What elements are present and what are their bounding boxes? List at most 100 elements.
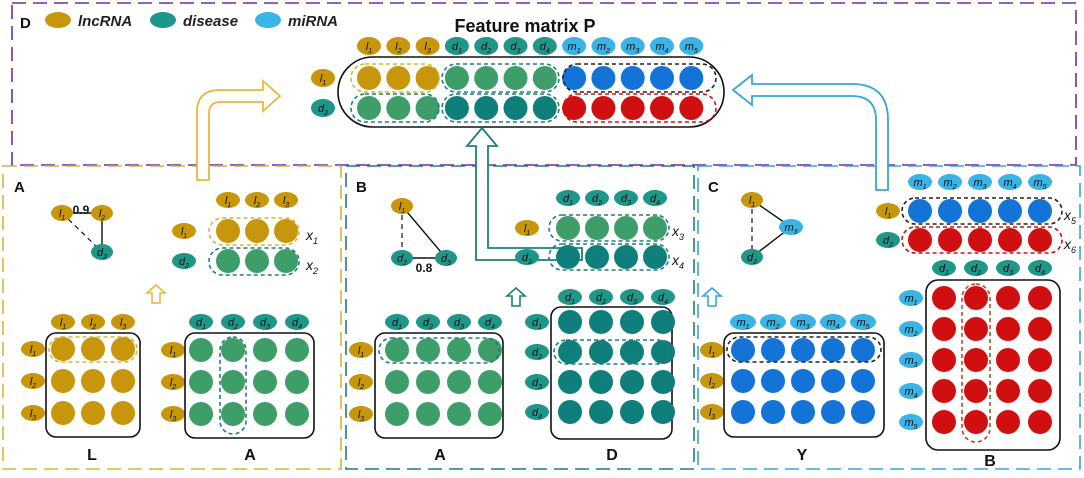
pb-d-group (553, 339, 670, 365)
pa-feat-col-l3-label: l3 (283, 195, 289, 209)
pb-feat-cell (585, 245, 609, 269)
pc-node-l1-label: l1 (749, 195, 755, 209)
pa-feat-col-l2-label: l2 (254, 195, 260, 209)
fm-outline (337, 56, 725, 128)
pa-feat-group-2 (208, 247, 300, 276)
pa-l-col-l3-badge (111, 314, 135, 330)
pc-y-cell (761, 369, 785, 393)
pa-a-col-d3-label: d3 (260, 317, 270, 331)
pb-feat-cell (585, 216, 609, 240)
pb-feat-cell (614, 216, 638, 240)
pb-feat-row-l1-badge (515, 220, 539, 236)
pb-a-col-d4-badge (478, 314, 502, 330)
pc-y-outline (723, 332, 885, 438)
arrow-c-to-p (731, 73, 889, 191)
fm-cell (679, 96, 704, 120)
fm-col-m3-label: m3 (626, 41, 639, 55)
fm-col-l1-label: l1 (366, 41, 372, 55)
matrix-y-name: Y (797, 447, 808, 464)
pa-l-cell (111, 369, 135, 393)
pa-a-col-d1-label: d1 (196, 317, 206, 331)
pb-vec-x4: x4 (671, 252, 684, 271)
pa-feat-col-l3-badge (274, 192, 298, 208)
pc-y-cell (851, 338, 875, 362)
pc-y-cell (791, 369, 815, 393)
pa-feat-row-l1-label: l1 (181, 226, 187, 240)
pa-l-cell (81, 369, 105, 393)
pc-feat-col-m4-label: m4 (1003, 177, 1016, 191)
pb-d-cell (589, 400, 613, 424)
fm-cell (474, 66, 499, 90)
fm-row-l1-label: l1 (320, 73, 326, 87)
pc-b-row-m5-label: m5 (904, 417, 917, 431)
pc-feat-col-m1-badge (908, 174, 932, 190)
arrow-c-up (700, 286, 724, 307)
pc-y-row-l1-label: l1 (709, 345, 715, 359)
arrow-b-to-p (465, 126, 583, 261)
pc-b-cell (996, 379, 1020, 403)
pc-b-cell (932, 348, 956, 372)
pc-y-col-m2-badge (760, 314, 786, 330)
pb-feat-group-1 (548, 214, 670, 242)
pc-y-col-m1-badge (730, 314, 756, 330)
pc-feat-cell (1028, 199, 1052, 223)
pb-d-cell (589, 340, 613, 364)
pb-feat-cell (643, 216, 667, 240)
pc-feat-col-m3-label: m3 (973, 177, 986, 191)
pc-b-cell (1028, 379, 1052, 403)
pc-feat-cell (998, 228, 1022, 252)
fm-col-m3-badge (620, 37, 645, 55)
pb-a-cell (447, 402, 471, 426)
pa-feat-row-d2-badge (172, 253, 196, 269)
pb-a-row-l3-badge (349, 406, 373, 422)
pb-a-cell (385, 370, 409, 394)
pb-a-col-d3-badge (447, 314, 471, 330)
pb-feat-col-d2-label: d2 (592, 193, 602, 207)
fm-group-lnc-r2 (350, 93, 440, 123)
pa-node-l1-label: l1 (59, 208, 65, 222)
pb-feat-col-d4-label: d4 (650, 193, 660, 207)
arrow-b-up (504, 286, 528, 307)
pc-feat-group-2 (901, 226, 1063, 254)
pb-a-row-l2-badge (349, 374, 373, 390)
fm-group-mi-r2 (562, 93, 717, 123)
pb-a-col-d4-label: d4 (485, 317, 495, 331)
pb-d-col-d4-badge (651, 289, 675, 305)
legend-mirna-label: miRNA (288, 13, 338, 30)
pb-d-cell (558, 370, 582, 394)
pb-node-l1-label: l1 (399, 201, 405, 215)
fm-cell (532, 96, 557, 120)
pc-y-col-m2-label: m2 (766, 317, 779, 331)
pa-a-group (219, 336, 247, 435)
pc-y-cell (791, 400, 815, 424)
fm-col-l3-label: l3 (424, 41, 430, 55)
matrix-b-name: B (984, 453, 996, 470)
pb-feat-col-d3-badge (614, 190, 638, 206)
pc-y-cell (821, 369, 845, 393)
pa-l-cell (51, 401, 75, 425)
pb-a-group (378, 337, 500, 364)
fm-group-lnc-r1 (350, 63, 440, 93)
fm-cell (503, 66, 528, 90)
pc-y-cell (821, 338, 845, 362)
pb-feat-cell (556, 216, 580, 240)
pc-y-cell (851, 400, 875, 424)
pb-a-cell (447, 370, 471, 394)
legend-lncrna-label: lncRNA (78, 13, 132, 30)
fm-col-m1-label: m1 (568, 41, 581, 55)
matrix-d-name: D (606, 447, 618, 464)
panel-c-frame (697, 165, 1081, 470)
pb-a-outline (374, 332, 504, 439)
pc-y-cell (821, 400, 845, 424)
pa-l-col-l3-label: l3 (120, 317, 126, 331)
panel-a-edge-weight: 0.9 (73, 203, 90, 217)
fm-group-dis-r2 (441, 93, 560, 123)
pb-d-outline (550, 306, 673, 440)
pc-feat-cell (968, 228, 992, 252)
pc-b-cell (996, 410, 1020, 434)
pc-y-group (726, 336, 882, 363)
fm-col-d1-label: d1 (452, 41, 462, 55)
pa-a-cell (221, 338, 245, 362)
pb-feat-row-l1-label: l1 (524, 223, 530, 237)
pc-b-col-d2-label: d2 (971, 263, 981, 277)
